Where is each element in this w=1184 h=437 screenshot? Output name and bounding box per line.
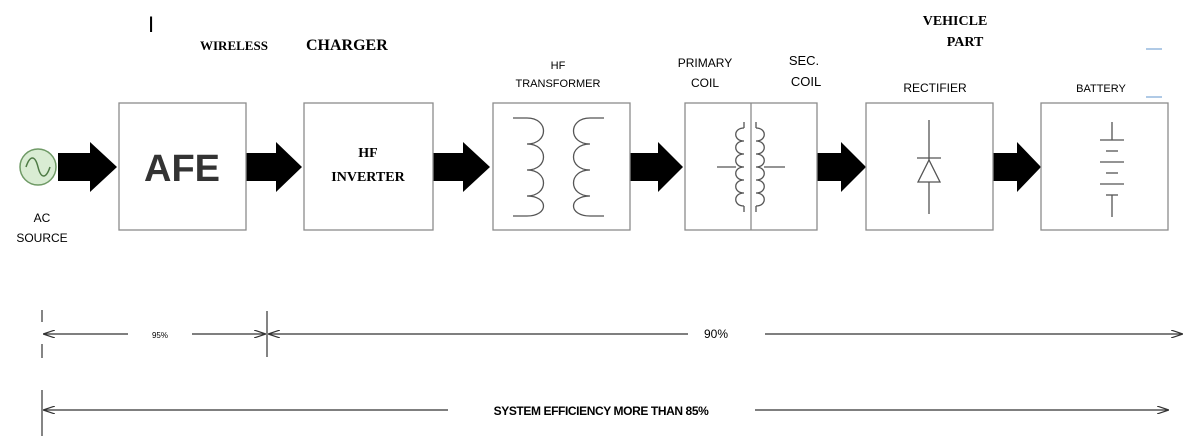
hf-transformer-label-line2: TRANSFORMER [516, 78, 601, 90]
hf-transformer-block [492, 102, 631, 231]
diode-icon [916, 120, 942, 214]
downstream-efficiency-label: 90% [704, 327, 728, 341]
flow-arrow-coils-to-rectifier [817, 142, 866, 192]
afe-label: AFE [144, 148, 220, 190]
battery-icon [1100, 122, 1124, 217]
primary-coil-label-line2: COIL [691, 76, 719, 90]
rectifier-label: RECTIFIER [903, 81, 967, 95]
flow-arrow-afe-to-inverter [246, 142, 302, 192]
vehicle-label: VEHICLE [923, 14, 988, 29]
hf-inverter-label-line2: INVERTER [331, 170, 405, 185]
ac-source-symbol [19, 148, 57, 186]
hf-inverter-block [303, 102, 434, 231]
hf-transformer-label-line1: HF [551, 60, 566, 72]
flow-arrow-inverter-to-transformer [433, 142, 490, 192]
ac-source-label-line1: AC [34, 211, 51, 225]
battery-label: BATTERY [1076, 83, 1126, 95]
charger-label: CHARGER [306, 37, 388, 54]
afe-block [118, 102, 247, 231]
hf-inverter-label-line1: HF [358, 146, 377, 161]
ac-source-label-line2: SOURCE [16, 231, 67, 245]
battery-block [1040, 102, 1169, 231]
transformer-winding-icon [513, 117, 604, 217]
flow-arrow-transformer-to-coils [630, 142, 683, 192]
flow-arrow-rectifier-to-battery [993, 142, 1041, 192]
wireless-label: WIRELESS [200, 38, 268, 53]
cursor-marker: I [148, 12, 154, 37]
sec-coil-label-line2: COIL [791, 74, 821, 89]
sec-coil-label-line1: SEC. [789, 53, 819, 68]
primary-coil-label-line1: PRIMARY [678, 56, 732, 70]
afe-efficiency-label: 95% [152, 331, 168, 340]
coupled-coil-icon [717, 122, 785, 212]
system-efficiency-label: SYSTEM EFFICIENCY MORE THAN 85% [494, 404, 709, 418]
part-label: PART [947, 35, 984, 50]
flow-arrow-source-to-afe [58, 142, 117, 192]
